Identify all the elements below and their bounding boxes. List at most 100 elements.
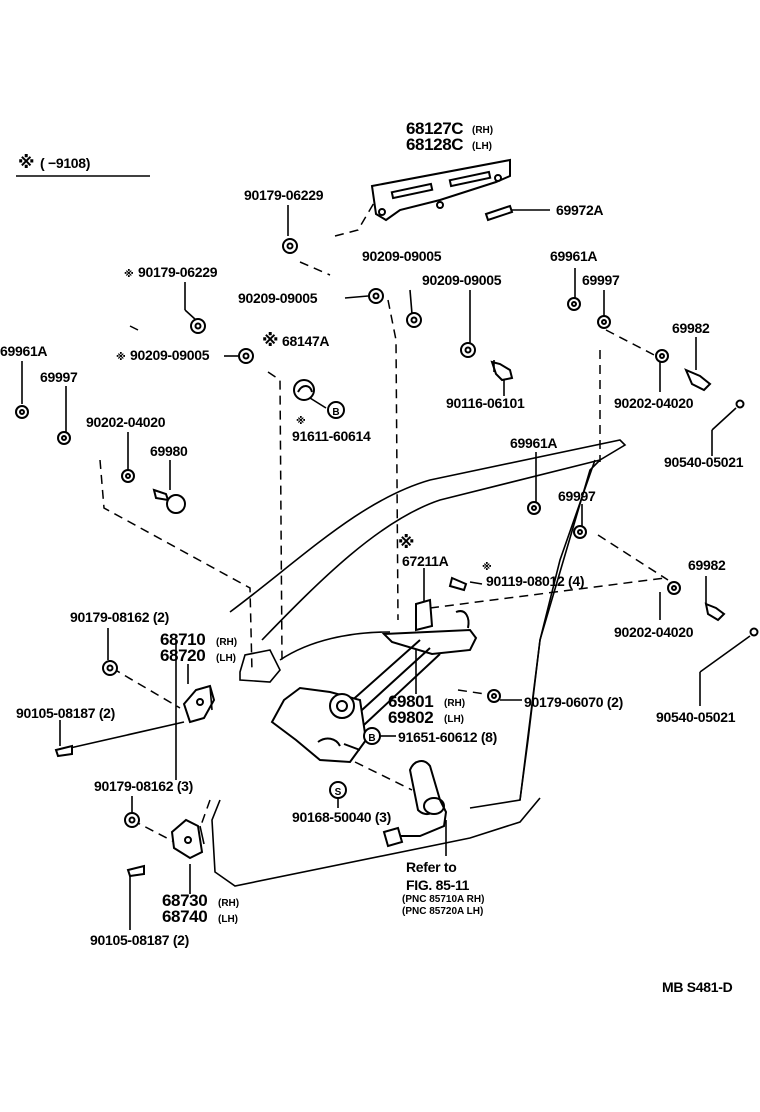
- dash-10: [111, 667, 181, 709]
- label-90209-09005-b: 90209-09005: [238, 290, 318, 306]
- header-symbol: ※: [18, 153, 34, 172]
- label-69997-b: 69997: [40, 369, 78, 385]
- regulator-gear: [329, 693, 355, 719]
- dash-12: [199, 799, 211, 829]
- label-90209-09005-a: 90209-09005: [362, 248, 442, 264]
- part-labels: 68127C (RH) 68128C (LH) 69972A 90179-062…: [0, 119, 744, 948]
- label-90179-06229-a: 90179-06229: [244, 187, 324, 203]
- label-68710: 68710: [160, 630, 205, 649]
- label-68710-suffix: (RH): [216, 637, 237, 648]
- bolts: [54, 360, 759, 878]
- dash-7: [605, 329, 661, 359]
- label-90168-50040: 90168-50040 (3): [292, 809, 391, 825]
- assembly-dashes: [99, 195, 669, 851]
- label-67211a: 67211A: [402, 553, 449, 569]
- dash-15: [129, 325, 139, 331]
- callout-b-lower: B: [368, 733, 375, 744]
- label-69997-a: 69997: [582, 272, 620, 288]
- label-68128c-suffix: (LH): [472, 141, 492, 152]
- dash-2: [299, 261, 331, 276]
- dash-4: [267, 371, 283, 661]
- label-69961a-b: 69961A: [0, 343, 47, 359]
- dash-11: [131, 819, 191, 851]
- label-68127c-suffix: (RH): [472, 125, 493, 136]
- label-69801: 69801: [388, 692, 433, 711]
- mark-90119-08012: ※: [482, 561, 492, 573]
- label-68127c: 68127C: [406, 119, 463, 138]
- label-69961a-a: 69961A: [550, 248, 597, 264]
- door-corner: [239, 649, 281, 683]
- label-refer-to: Refer to: [406, 859, 457, 875]
- label-69961a-c: 69961A: [510, 435, 557, 451]
- pin: [484, 204, 514, 222]
- mark-67211a: ※: [398, 533, 414, 552]
- label-90179-06070: 90179-06070 (2): [524, 694, 623, 710]
- label-90119-08012: 90119-08012 (4): [486, 573, 584, 589]
- label-90540-05021-a: 90540-05021: [664, 454, 744, 470]
- window-regulator: [270, 598, 478, 848]
- label-68147a: 68147A: [282, 333, 329, 349]
- label-pnc-85710a: (PNC 85710A RH): [402, 894, 484, 905]
- label-90209-09005-d: 90209-09005: [130, 347, 210, 363]
- regulator-channel: [381, 628, 478, 656]
- label-90209-09005-c: 90209-09005: [422, 272, 502, 288]
- label-68740: 68740: [162, 907, 207, 926]
- header-range: ( −9108): [40, 155, 90, 171]
- label-90105-08187-b: 90105-08187 (2): [90, 932, 189, 948]
- dash-3: [387, 299, 399, 621]
- channel-hook: [455, 610, 470, 629]
- leader-lines: [21, 205, 751, 930]
- label-90179-06229-b: 90179-06229: [138, 264, 218, 280]
- label-69982-b: 69982: [688, 557, 726, 573]
- label-69982-a: 69982: [672, 320, 710, 336]
- label-90179-08162-b: 90179-08162 (3): [94, 778, 193, 794]
- diagram-code: MB S481-D: [662, 979, 733, 995]
- label-69972a: 69972A: [556, 202, 603, 218]
- label-90105-08187-a: 90105-08187 (2): [16, 705, 115, 721]
- callout-b-upper: B: [332, 407, 339, 418]
- door-bottom: [211, 797, 541, 887]
- label-91651-60612: 91651-60612 (8): [398, 729, 497, 745]
- door-inner-line: [261, 459, 601, 641]
- dash-8: [597, 534, 669, 581]
- hinges: [170, 684, 216, 860]
- label-68720: 68720: [160, 646, 205, 665]
- door-frame: [211, 439, 627, 887]
- clip-68147a: [293, 379, 315, 401]
- window-motor: [382, 760, 448, 848]
- label-pnc-85720a: (PNC 85720A LH): [402, 906, 483, 917]
- label-90202-04020-b: 90202-04020: [86, 414, 166, 430]
- lower-hinge: [170, 818, 204, 860]
- label-68730-suffix: (RH): [218, 898, 239, 909]
- label-69801-suffix: (RH): [444, 698, 465, 709]
- label-69997-c: 69997: [558, 488, 596, 504]
- callout-circles: B B S: [327, 401, 381, 799]
- label-68128c: 68128C: [406, 135, 463, 154]
- label-68720-suffix: (LH): [216, 653, 236, 664]
- mark-90179-06229-b: ※: [124, 268, 134, 280]
- upper-rail-bracket: [370, 158, 511, 222]
- label-69802-suffix: (LH): [444, 714, 464, 725]
- label-68740-suffix: (LH): [218, 914, 238, 925]
- label-69980: 69980: [150, 443, 188, 459]
- header-note: ※ ( −9108): [16, 153, 150, 177]
- regulator-detail: [317, 737, 361, 751]
- dash-1: [334, 195, 379, 237]
- callout-s: S: [335, 787, 342, 798]
- channel-clip: [415, 598, 434, 632]
- dash-9: [429, 577, 666, 609]
- washers: [15, 238, 681, 828]
- dash-13: [354, 761, 413, 791]
- dash-5: [99, 459, 253, 673]
- label-91611-60614: 91611-60614: [292, 428, 371, 444]
- hardware: [15, 158, 759, 878]
- label-69802: 69802: [388, 708, 433, 727]
- label-fig-85-11: FIG. 85-11: [406, 877, 470, 893]
- mark-68147a: ※: [262, 331, 278, 350]
- mark-91611-60614: ※: [296, 415, 306, 427]
- label-90116-06101: 90116-06101: [446, 395, 525, 411]
- door-rear-edge: [519, 459, 596, 801]
- label-68730: 68730: [162, 891, 207, 910]
- label-90179-08162-a: 90179-08162 (2): [70, 609, 169, 625]
